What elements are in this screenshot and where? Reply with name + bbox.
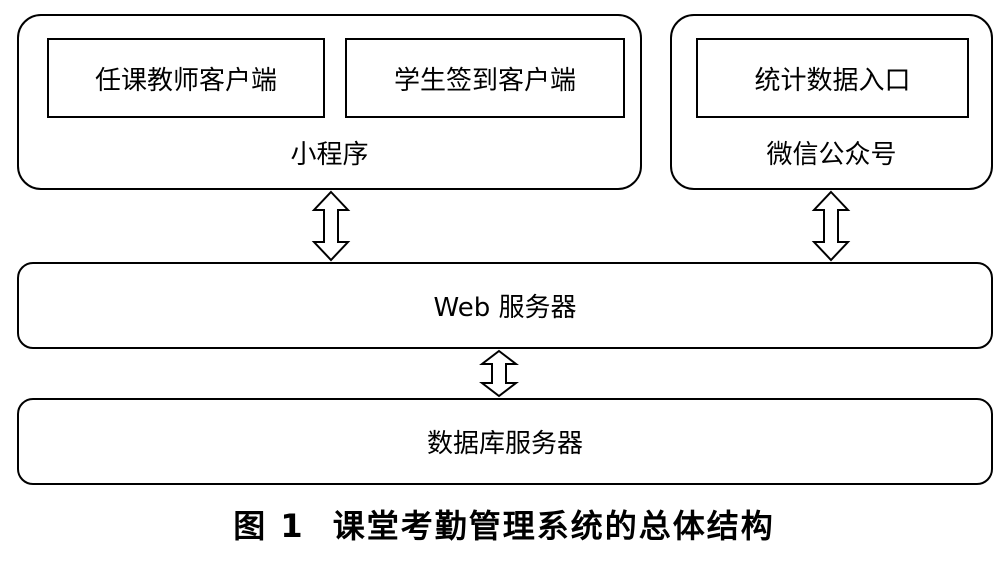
wechat-official-box: 统计数据入口 微信公众号 [670,14,993,190]
db-server-label: 数据库服务器 [426,429,583,459]
wechat-official-label: 微信公众号 [766,140,897,170]
figure-caption: 图 1 课堂考勤管理系统的总体结构 [0,506,1008,546]
stats-entry-box: 统计数据入口 [696,38,969,118]
arrow-web-db [479,349,519,398]
student-client-box: 学生签到客户端 [345,38,625,118]
web-server-box: Web 服务器 [17,262,993,349]
db-server-box: 数据库服务器 [17,398,993,485]
caption-title: 课堂考勤管理系统的总体结构 [332,507,775,545]
mini-program-box: 任课教师客户端 学生签到客户端 小程序 [17,14,642,190]
stats-entry-label: 统计数据入口 [754,65,911,96]
student-client-label: 学生签到客户端 [393,65,576,96]
web-server-label: Web 服务器 [433,293,577,323]
caption-number: 图 1 [233,507,305,545]
teacher-client-box: 任课教师客户端 [47,38,325,118]
arrow-mini-program-web [311,190,351,262]
mini-program-label: 小程序 [290,140,369,170]
arrow-wechat-web [811,190,851,262]
teacher-client-label: 任课教师客户端 [94,65,277,96]
